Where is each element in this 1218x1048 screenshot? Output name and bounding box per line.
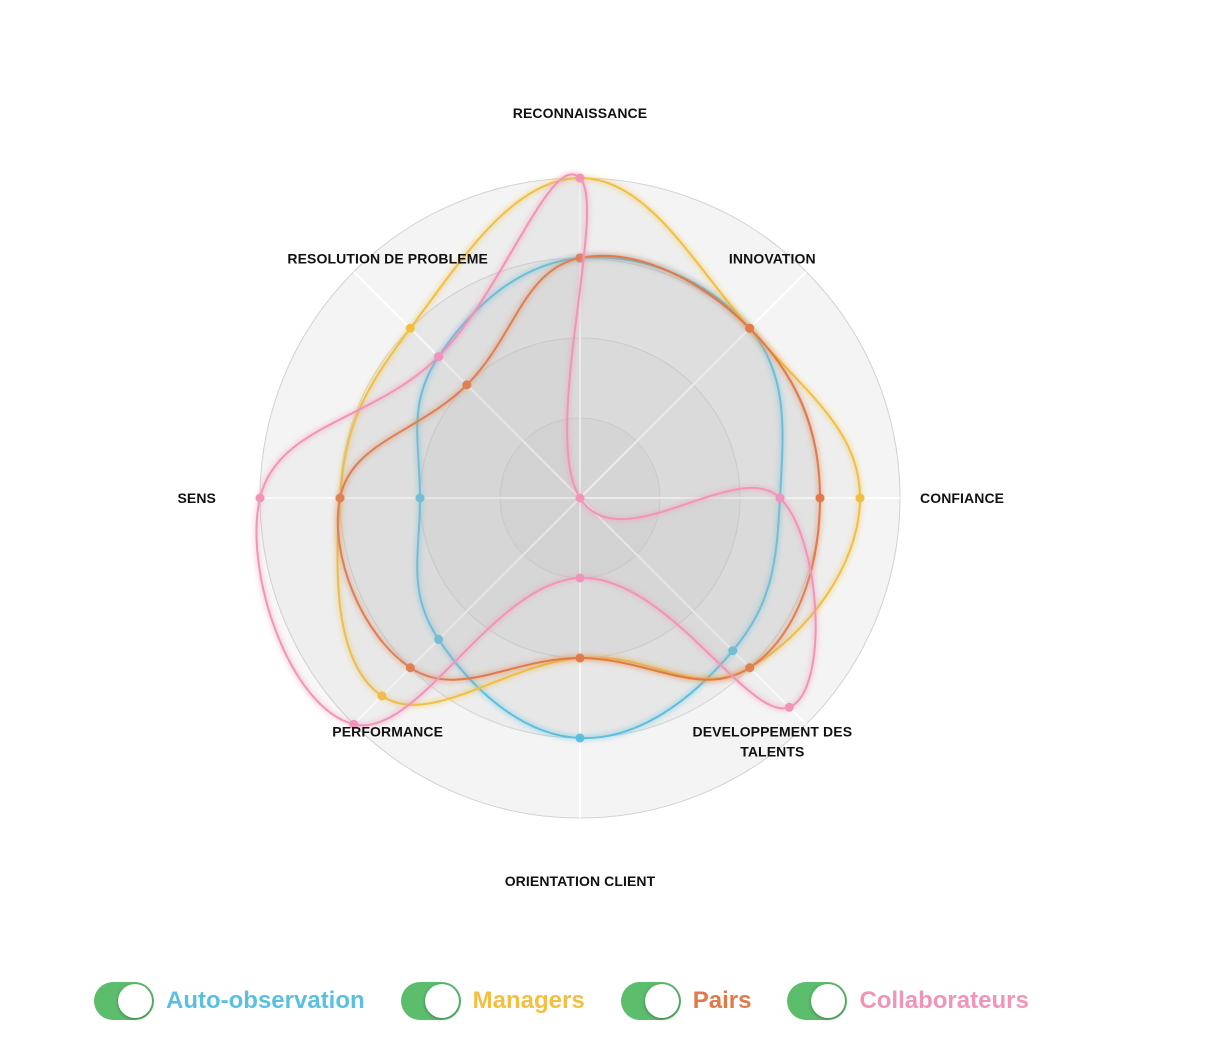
series-area [417, 257, 783, 739]
series-auto-observation [414, 253, 786, 743]
data-point[interactable] [377, 691, 387, 701]
data-point[interactable] [575, 653, 585, 663]
legend-label: Pairs [692, 987, 752, 1014]
data-point[interactable] [462, 380, 472, 390]
data-point[interactable] [745, 663, 755, 673]
data-point[interactable] [434, 352, 444, 362]
data-point[interactable] [784, 702, 794, 712]
series-pairs [334, 252, 825, 683]
axis-label: INNOVATION [729, 251, 816, 267]
legend-item-managers[interactable]: Managers [400, 982, 585, 1020]
axis-label: CONFIANCE [920, 490, 1004, 506]
toggle-switch[interactable] [400, 982, 461, 1020]
data-point[interactable] [775, 493, 785, 503]
axis-label: SENS [177, 490, 216, 506]
toggle-switch[interactable] [620, 982, 681, 1020]
data-point[interactable] [575, 573, 585, 583]
data-point[interactable] [575, 493, 585, 503]
radar-chart: RECONNAISSANCE INNOVATION CONFIANCE DEVELOP… [177, 105, 1004, 889]
legend-label: Collaborateurs [859, 987, 1029, 1014]
toggle-knob [811, 984, 846, 1018]
toggle-switch[interactable] [787, 982, 848, 1020]
series-area [256, 174, 816, 726]
data-point[interactable] [405, 323, 415, 333]
legend-label: Managers [472, 987, 585, 1014]
radar-series [253, 171, 865, 743]
data-point[interactable] [415, 493, 425, 503]
legend-item-pairs[interactable]: Pairs [620, 982, 752, 1020]
data-point[interactable] [349, 719, 359, 729]
data-point[interactable] [575, 173, 585, 183]
data-point[interactable] [434, 634, 444, 644]
axis-label: RECONNAISSANCE [513, 105, 647, 121]
toggle-switch[interactable] [94, 982, 154, 1020]
toggle-knob [118, 984, 152, 1018]
spoke-line [579, 497, 807, 725]
legend: Auto-observation Managers Pairs Collabor… [94, 982, 1065, 1020]
legend-label: Auto-observation [166, 987, 365, 1014]
toggle-knob [424, 984, 459, 1018]
legend-item-auto-observation[interactable]: Auto-observation [94, 982, 365, 1020]
data-point[interactable] [745, 323, 755, 333]
data-point[interactable] [405, 663, 415, 673]
series-area [337, 255, 820, 680]
axis-label: ORIENTATION CLIENT [505, 873, 656, 889]
data-point[interactable] [855, 493, 865, 503]
spoke-line [579, 271, 807, 499]
data-point[interactable] [815, 493, 825, 503]
series-collaborateurs [253, 171, 819, 729]
axis-labels: RECONNAISSANCE INNOVATION CONFIANCE DEVELOP… [177, 105, 1004, 889]
data-point[interactable] [335, 493, 345, 503]
axis-label: PERFORMANCE [332, 723, 443, 739]
axis-label: RESOLUTION DE PROBLEME [287, 251, 488, 267]
data-point[interactable] [728, 646, 738, 656]
data-point[interactable] [575, 733, 585, 743]
data-point[interactable] [255, 493, 265, 503]
legend-item-collaborateurs[interactable]: Collaborateurs [787, 982, 1029, 1020]
toggle-knob [644, 984, 679, 1018]
spoke-line [353, 497, 581, 725]
